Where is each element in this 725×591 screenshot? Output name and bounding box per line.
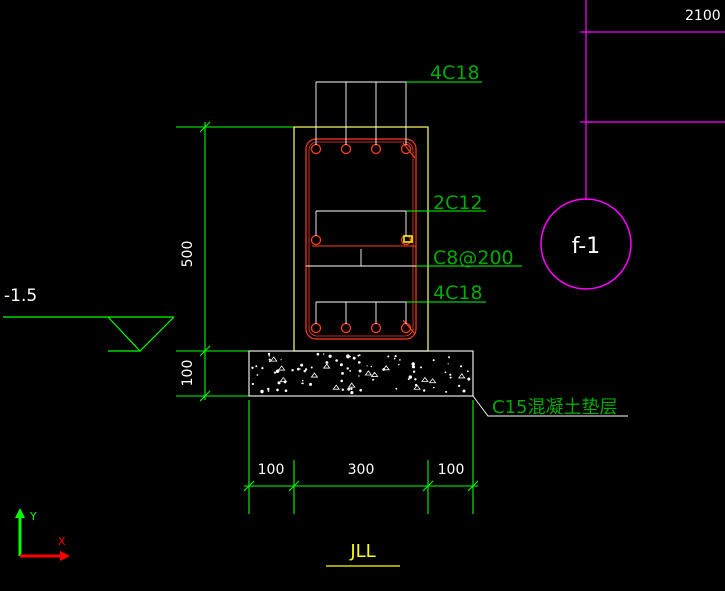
stirrup-label: C8@200 — [433, 247, 514, 269]
dim-width-right: 100 — [438, 462, 465, 478]
rebar-bottom-bars — [310, 322, 412, 334]
top-right-dimension: 2100 — [685, 8, 721, 24]
dim-beam-height: 500 — [180, 241, 196, 268]
dim-width-left: 100 — [258, 462, 285, 478]
cushion-label: C15混凝土垫层 — [492, 397, 617, 418]
leader-extensions — [406, 81, 522, 303]
ucs-x-label: X — [58, 535, 66, 548]
grid-bubble-label: f-1 — [572, 234, 600, 259]
rebar-side-label: 2C12 — [433, 192, 483, 214]
stirrup-inner — [308, 141, 414, 337]
grid-bubble — [540, 198, 632, 290]
leader-lines — [306, 81, 416, 324]
stirrup-outer — [305, 138, 417, 340]
grid-lines — [580, 0, 725, 200]
horizontal-dimension — [243, 400, 479, 514]
cushion-pad — [248, 350, 474, 397]
rebar-top-label: 4C18 — [430, 62, 480, 84]
beam-section — [293, 126, 429, 352]
cushion-leader — [472, 395, 628, 417]
selection-grip[interactable] — [403, 235, 413, 243]
rebar-bottom-label: 4C18 — [433, 282, 483, 304]
rebar-side-bars — [310, 234, 412, 246]
ucs-icon — [15, 508, 70, 561]
ucs-y-label: Y — [29, 510, 37, 523]
vertical-dimension — [176, 121, 294, 402]
rebar-top-bars — [310, 143, 412, 155]
concrete-hatch — [251, 352, 471, 395]
stirrup-hooks — [312, 142, 416, 335]
drawing-title: JLL — [349, 541, 375, 562]
elevation-marker — [3, 316, 175, 352]
elevation-label: -1.5 — [4, 286, 37, 306]
dim-width-mid: 300 — [348, 462, 375, 478]
dim-cushion-height: 100 — [180, 360, 196, 387]
